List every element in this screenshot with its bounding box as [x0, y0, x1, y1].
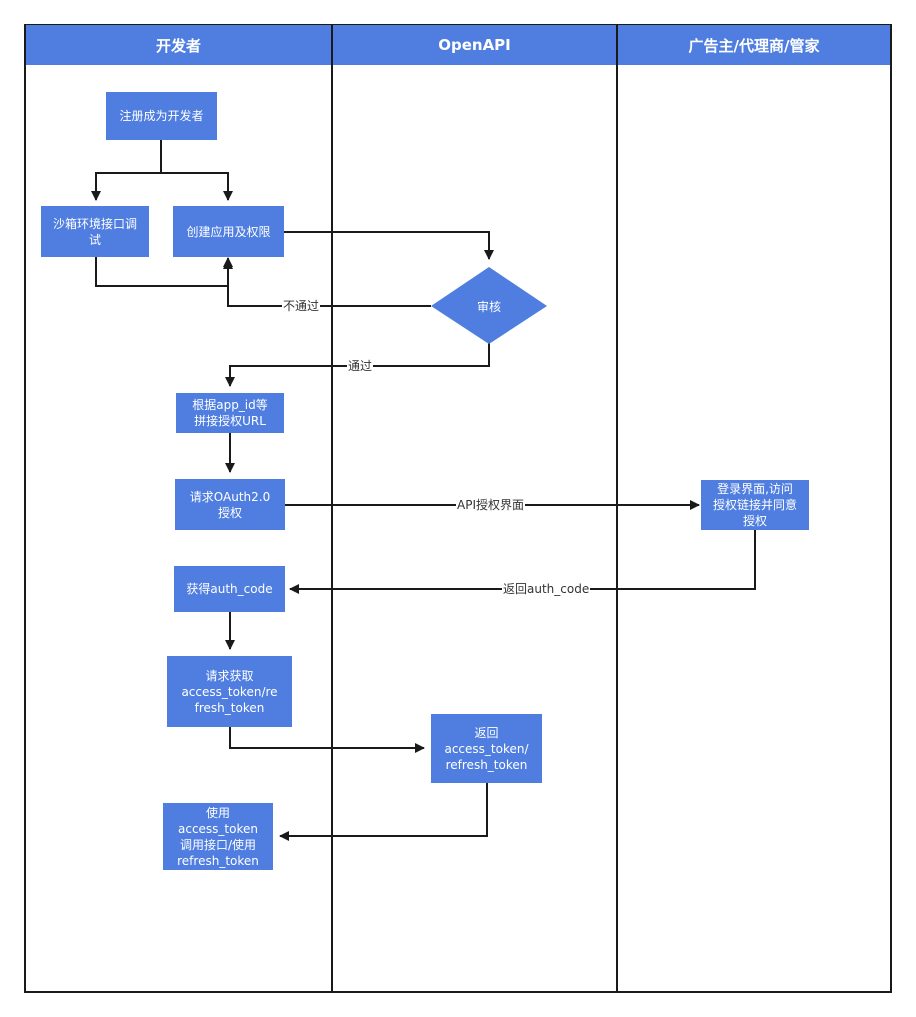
node-return-token-label: 返回 access_token/ refresh_token — [444, 725, 529, 772]
lane-divider-right — [890, 25, 892, 993]
node-register-developer: 注册成为开发者 — [106, 92, 217, 140]
edge-label-api-auth-page: API授权界面 — [456, 498, 525, 512]
node-login-authorize: 登录界面,访问 授权链接并同意 授权 — [701, 480, 809, 530]
node-sandbox-test: 沙箱环境接口调 试 — [41, 206, 149, 257]
edge-register-to-create-app — [161, 172, 233, 201]
frame-bottom-border — [24, 991, 892, 993]
node-sandbox-test-label: 沙箱环境接口调 试 — [52, 216, 137, 247]
lane-divider-2 — [616, 25, 618, 993]
node-login-authorize-label: 登录界面,访问 授权链接并同意 授权 — [712, 482, 797, 528]
edge-label-return-code: 返回auth_code — [502, 582, 591, 596]
review-diamond — [431, 267, 547, 344]
node-get-auth-code: 获得auth_code — [174, 566, 285, 612]
node-request-oauth-label: 请求OAuth2.0 授权 — [189, 489, 271, 520]
edge-login-to-get-code — [289, 530, 756, 594]
lane-title-advertiser: 广告主/代理商/管家 — [688, 36, 820, 55]
node-build-auth-url-label: 根据app_id等 拼接授权URL — [192, 398, 268, 428]
node-create-app: 创建应用及权限 — [173, 206, 284, 257]
node-request-token: 请求获取 access_token/re fresh_token — [167, 656, 292, 727]
node-get-auth-code-label: 获得auth_code — [186, 582, 273, 596]
node-build-auth-url: 根据app_id等 拼接授权URL — [176, 393, 284, 433]
node-return-token: 返回 access_token/ refresh_token — [431, 714, 542, 783]
node-review-label: 审核 — [476, 299, 501, 314]
edge-create-app-to-review — [284, 231, 494, 260]
lane-title-developer: 开发者 — [155, 36, 201, 55]
edge-review-not-pass — [223, 259, 431, 307]
lane-divider-1 — [331, 25, 333, 993]
lane-divider-left — [24, 25, 26, 993]
node-review: 审核 — [457, 296, 521, 316]
lane-header-advertiser: 广告主/代理商/管家 — [618, 25, 890, 65]
node-request-token-label: 请求获取 access_token/re fresh_token — [181, 668, 278, 715]
node-register-developer-label: 注册成为开发者 — [119, 109, 204, 123]
node-use-token: 使用 access_token 调用接口/使用 refresh_token — [163, 803, 273, 870]
node-request-oauth: 请求OAuth2.0 授权 — [175, 479, 285, 530]
edge-label-not-pass: 不通过 — [282, 299, 321, 313]
lane-header-openapi: OpenAPI — [333, 25, 618, 65]
edge-return-to-use-token — [279, 783, 488, 841]
edge-register-to-sandbox — [91, 140, 162, 201]
node-use-token-label: 使用 access_token 调用接口/使用 refresh_token — [177, 805, 259, 868]
edge-sandbox-to-create-app — [95, 257, 233, 287]
node-create-app-label: 创建应用及权限 — [186, 224, 271, 239]
lane-header-developer: 开发者 — [26, 25, 333, 65]
edge-label-pass: 通过 — [347, 359, 374, 373]
edge-request-to-return-token — [229, 727, 425, 753]
lane-title-openapi: OpenAPI — [438, 36, 511, 54]
